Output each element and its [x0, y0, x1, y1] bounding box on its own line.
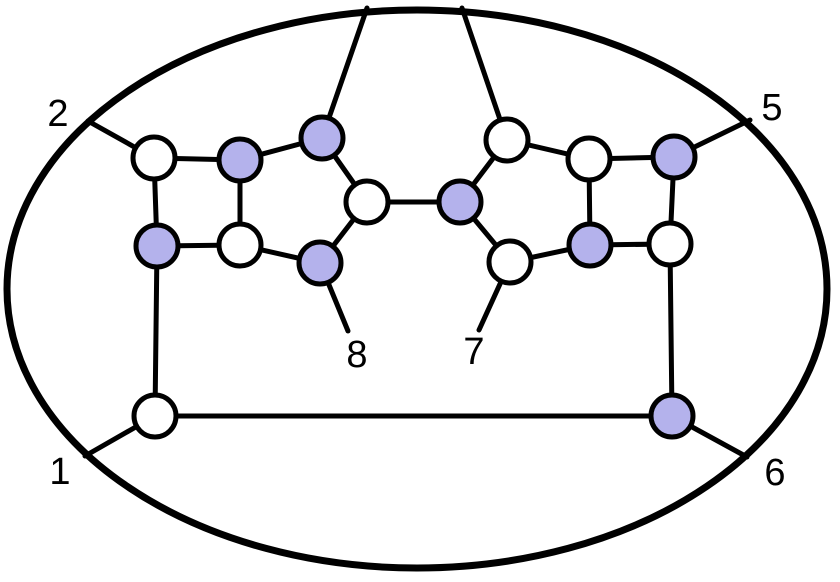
graph-node-M-purple — [566, 221, 614, 269]
leg-7-label: 7 — [463, 331, 484, 373]
graph-node-A-white — [130, 134, 178, 182]
graph-node-P-white — [131, 392, 179, 440]
leg-1-label: 1 — [49, 451, 70, 493]
graph-node-E-purple — [133, 222, 181, 270]
leg-5-label: 5 — [761, 87, 782, 129]
graph-node-H-purple — [436, 178, 484, 226]
graph-node-N-white — [646, 220, 694, 268]
leg-8-label: 8 — [346, 334, 367, 376]
graph-node-G-purple — [296, 239, 344, 287]
graph-node-L-purple — [650, 133, 698, 181]
graph-node-C-purple — [298, 114, 346, 162]
graph-node-I-white — [483, 116, 531, 164]
graph-node-D-white — [343, 178, 391, 226]
graph-node-J-white — [486, 238, 534, 286]
graph-edge-N-Q — [667, 241, 675, 419]
graph-node-K-white — [565, 135, 613, 183]
graph-node-B-purple — [216, 136, 264, 184]
graph-node-F-white — [216, 221, 264, 269]
leg-6-label: 6 — [764, 452, 785, 494]
graph-edge-E-P — [152, 243, 160, 419]
graph-node-Q-purple — [648, 392, 696, 440]
leg-2-label: 2 — [47, 93, 68, 135]
boundary-ellipse — [3, 6, 831, 572]
